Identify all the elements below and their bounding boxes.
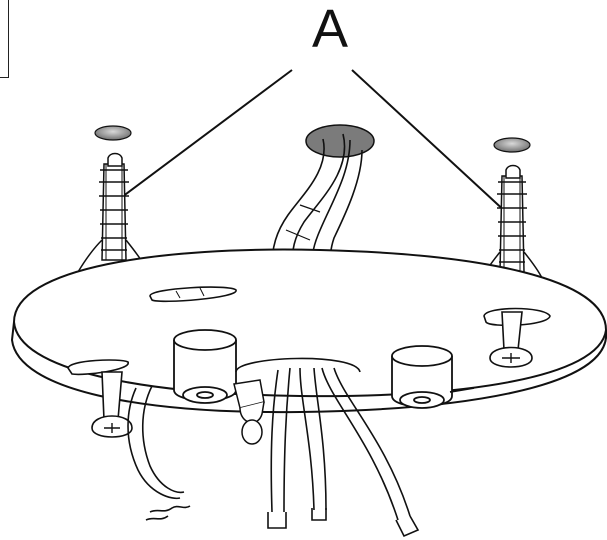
terminal-block (233, 379, 265, 445)
boss-right (391, 345, 475, 409)
leader-line-left (117, 69, 293, 201)
wall-anchor-left (77, 152, 146, 273)
leader-line-right (351, 69, 509, 215)
ceiling-hole-right (493, 137, 531, 153)
ceiling-cable-hole (305, 124, 375, 158)
callout-label-a: A (311, 0, 349, 59)
boss-left (173, 329, 237, 404)
wall-anchor-right (481, 164, 543, 279)
screw-right (489, 311, 533, 368)
mounting-plate (10, 248, 607, 414)
ceiling-hole-left (94, 125, 132, 141)
supply-cable (271, 133, 363, 267)
hanging-cables (127, 367, 420, 538)
center-opening (235, 357, 361, 373)
frame-edge (0, 0, 9, 78)
screw-left (91, 371, 133, 438)
